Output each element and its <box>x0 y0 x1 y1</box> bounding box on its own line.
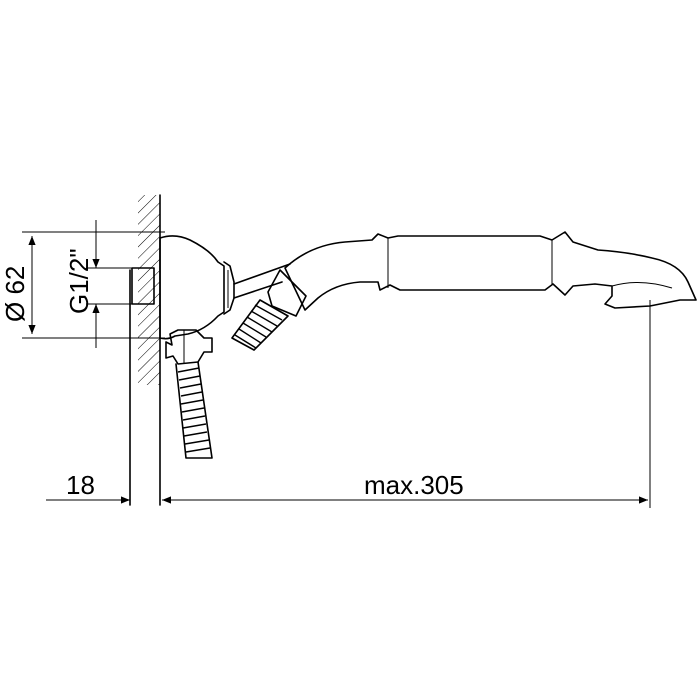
dimension-wall-offset: 18 <box>46 470 130 504</box>
wall-hatching <box>138 195 160 385</box>
handshower-hose-connector <box>267 269 307 317</box>
wall <box>129 194 161 506</box>
hose2-outline <box>231 299 289 351</box>
shutoff-valve <box>165 329 213 365</box>
wall-flange <box>159 235 235 340</box>
handshower-body <box>284 231 697 311</box>
max-length-label: max.305 <box>364 470 464 500</box>
head-detail <box>611 282 673 289</box>
thread-label: G1/2" <box>64 248 94 314</box>
supply-hose <box>175 361 213 459</box>
valve-body <box>165 329 213 365</box>
dimension-diameter: Ø 62 <box>0 231 165 339</box>
hose-outline <box>175 361 213 459</box>
dimension-max-length: max.305 <box>162 300 651 508</box>
wall-offset-label: 18 <box>66 470 95 500</box>
handshower-hose <box>231 299 289 351</box>
connecting-arm <box>233 263 291 299</box>
handshower <box>284 231 697 311</box>
arm-lower <box>233 281 283 299</box>
flange-ring <box>223 261 235 315</box>
diameter-label: Ø 62 <box>0 266 30 322</box>
arm-upper <box>233 263 291 285</box>
thread-nipple <box>131 267 155 305</box>
dimension-thread: G1/2" <box>64 220 132 348</box>
threaded-connection <box>131 267 155 305</box>
flange-body <box>159 235 225 340</box>
connector-body <box>267 269 307 317</box>
